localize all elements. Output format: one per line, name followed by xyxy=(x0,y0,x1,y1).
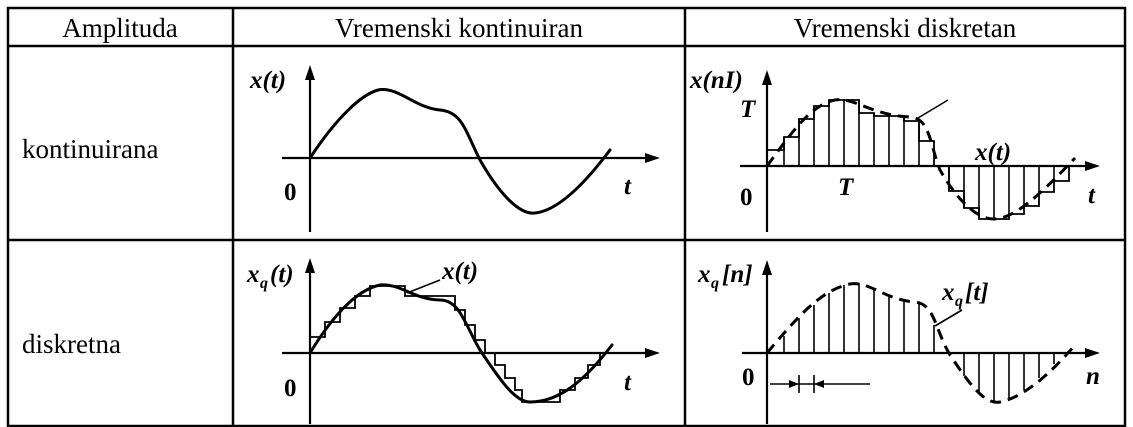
y-axis-label: x(t) xyxy=(249,67,286,94)
y-axis-label-base: x xyxy=(697,261,711,288)
curve-label-arg: [t] xyxy=(965,279,989,306)
x-axis-label: n xyxy=(1086,363,1100,390)
y-axis-arrow xyxy=(762,70,772,85)
header-amplituda: Amplituda xyxy=(62,13,178,43)
y-axis-label-sub: q xyxy=(711,275,719,292)
plot-continuous-discrete: x q (t) x(t) 0 t xyxy=(246,258,660,424)
x-axis-label: t xyxy=(624,369,632,396)
y-axis-label: x(nI) xyxy=(689,67,743,94)
header-vremenski-kontinuiran: Vremenski kontinuiran xyxy=(335,13,584,43)
signal-curve xyxy=(308,283,614,404)
y-axis-label-arg: (t) xyxy=(270,261,294,288)
row-label-diskretna: diskretna xyxy=(22,329,121,359)
curve-label-sub: q xyxy=(955,293,963,310)
plot-discrete-continuous: x(nI) T T x(t) 0 t xyxy=(689,67,1100,232)
y-axis-label-base: x xyxy=(246,261,260,288)
header-vremenski-diskretan: Vremenski diskretan xyxy=(794,13,1017,43)
x-axis-arrow xyxy=(1085,348,1100,358)
row-label-kontinuirana: kontinuirana xyxy=(22,134,158,164)
curve-pointer-line xyxy=(934,309,963,327)
continuous-envelope xyxy=(765,98,1077,221)
curve-pointer-line xyxy=(406,279,441,294)
y-axis-arrow xyxy=(305,258,315,273)
curve-label-base: x xyxy=(941,279,955,306)
sample-interval-arrow-left xyxy=(789,380,799,388)
quantized-envelope xyxy=(765,282,1077,404)
sample-interval-arrow-right xyxy=(814,380,824,388)
x-tick-label: T xyxy=(838,174,855,201)
signal-curve xyxy=(308,88,612,215)
x-axis-arrow xyxy=(1085,161,1100,171)
plot-discrete-discrete: x q [n] x q [t] 0 n xyxy=(697,260,1100,424)
table-grid xyxy=(6,6,1127,427)
quantized-staircase xyxy=(309,285,610,403)
origin-label: 0 xyxy=(284,375,297,402)
x-axis-label: t xyxy=(1088,182,1096,209)
y-tick-label: T xyxy=(740,96,757,123)
y-axis-arrow xyxy=(762,260,772,275)
y-axis-label-arg: [n] xyxy=(722,261,753,288)
x-axis-arrow xyxy=(645,153,660,163)
curve-label: x(t) xyxy=(441,258,478,285)
origin-label: 0 xyxy=(742,364,755,391)
origin-label: 0 xyxy=(740,184,753,211)
y-axis-label-sub: q xyxy=(260,275,268,292)
x-axis-arrow xyxy=(645,348,660,358)
curve-label: x(t) xyxy=(974,139,1011,166)
x-axis-label: t xyxy=(624,173,632,200)
plot-continuous-continuous: x(t) 0 t xyxy=(249,65,660,232)
y-axis-arrow xyxy=(305,65,315,80)
curve-pointer-line xyxy=(917,99,949,119)
origin-label: 0 xyxy=(284,179,297,206)
sample-lines xyxy=(783,283,1055,402)
